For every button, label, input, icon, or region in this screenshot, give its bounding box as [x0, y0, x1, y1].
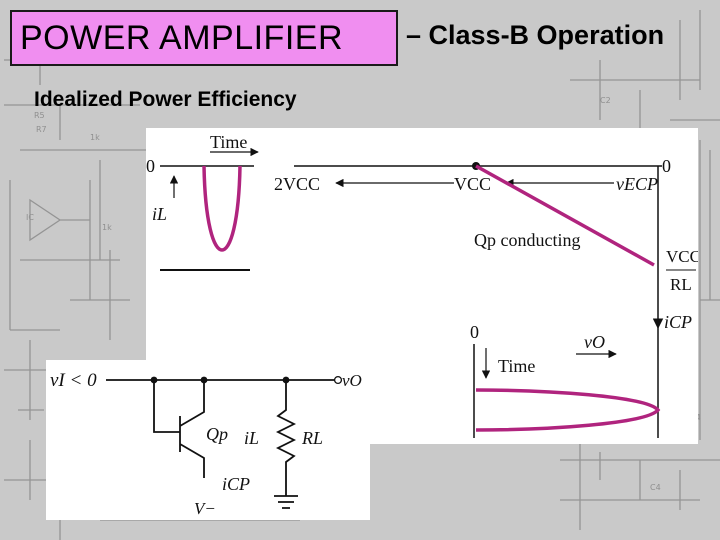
label-vi: vI < 0: [50, 370, 97, 391]
node-right: [282, 376, 290, 384]
resistor-rl: [275, 380, 297, 496]
node-left: [150, 376, 158, 384]
svg-text:R5: R5: [34, 111, 45, 120]
circuit-figure: vI < 0 vO Qp iL RL iCP V−: [46, 360, 370, 520]
label-vo: vO: [342, 371, 362, 390]
label-il: iL: [244, 428, 259, 448]
label-zero-bottom: 0: [470, 322, 479, 342]
title-box: POWER AMPLIFIER: [10, 10, 398, 66]
svg-text:R7: R7: [36, 125, 47, 134]
title-text: POWER AMPLIFIER: [20, 19, 343, 57]
label-rl: RL: [301, 428, 323, 448]
label-iL: iL: [152, 204, 167, 224]
label-vcc-numerator: VCC: [666, 247, 698, 266]
label-qp: Qp: [206, 424, 228, 444]
label-vcc: VCC: [454, 174, 491, 194]
label-vminus: V−: [194, 499, 216, 518]
svg-text:C4: C4: [650, 483, 661, 492]
svg-text:1k: 1k: [102, 223, 112, 232]
iL-half-wave: [202, 165, 242, 252]
transistor-body: [179, 380, 205, 478]
label-zero-top-left: 0: [146, 156, 155, 176]
label-time-bottom: Time: [498, 356, 535, 376]
label-zero-top-right: 0: [662, 156, 671, 176]
output-terminal: [333, 375, 343, 385]
wire-base: [153, 380, 180, 433]
label-rl-denominator: RL: [670, 275, 692, 294]
label-vo-bottom: vO: [584, 332, 605, 352]
label-qp-conducting: Qp conducting: [474, 230, 580, 250]
label-icp-circuit: iCP: [222, 474, 250, 494]
svg-text:C2: C2: [600, 96, 611, 105]
label-icp: iCP: [664, 312, 692, 332]
subtitle: Idealized Power Efficiency: [34, 88, 297, 111]
label-vecp: vECP: [616, 174, 658, 194]
label-2vcc: 2VCC: [274, 174, 320, 194]
ground: [274, 495, 298, 509]
label-time-top: Time: [210, 132, 247, 152]
node-mid: [200, 376, 208, 384]
vo-half-wave: [475, 388, 661, 432]
svg-text:1k: 1k: [90, 133, 100, 142]
load-line: [475, 164, 655, 267]
svg-text:IC: IC: [26, 213, 34, 222]
title-suffix: – Class-B Operation: [406, 20, 665, 50]
